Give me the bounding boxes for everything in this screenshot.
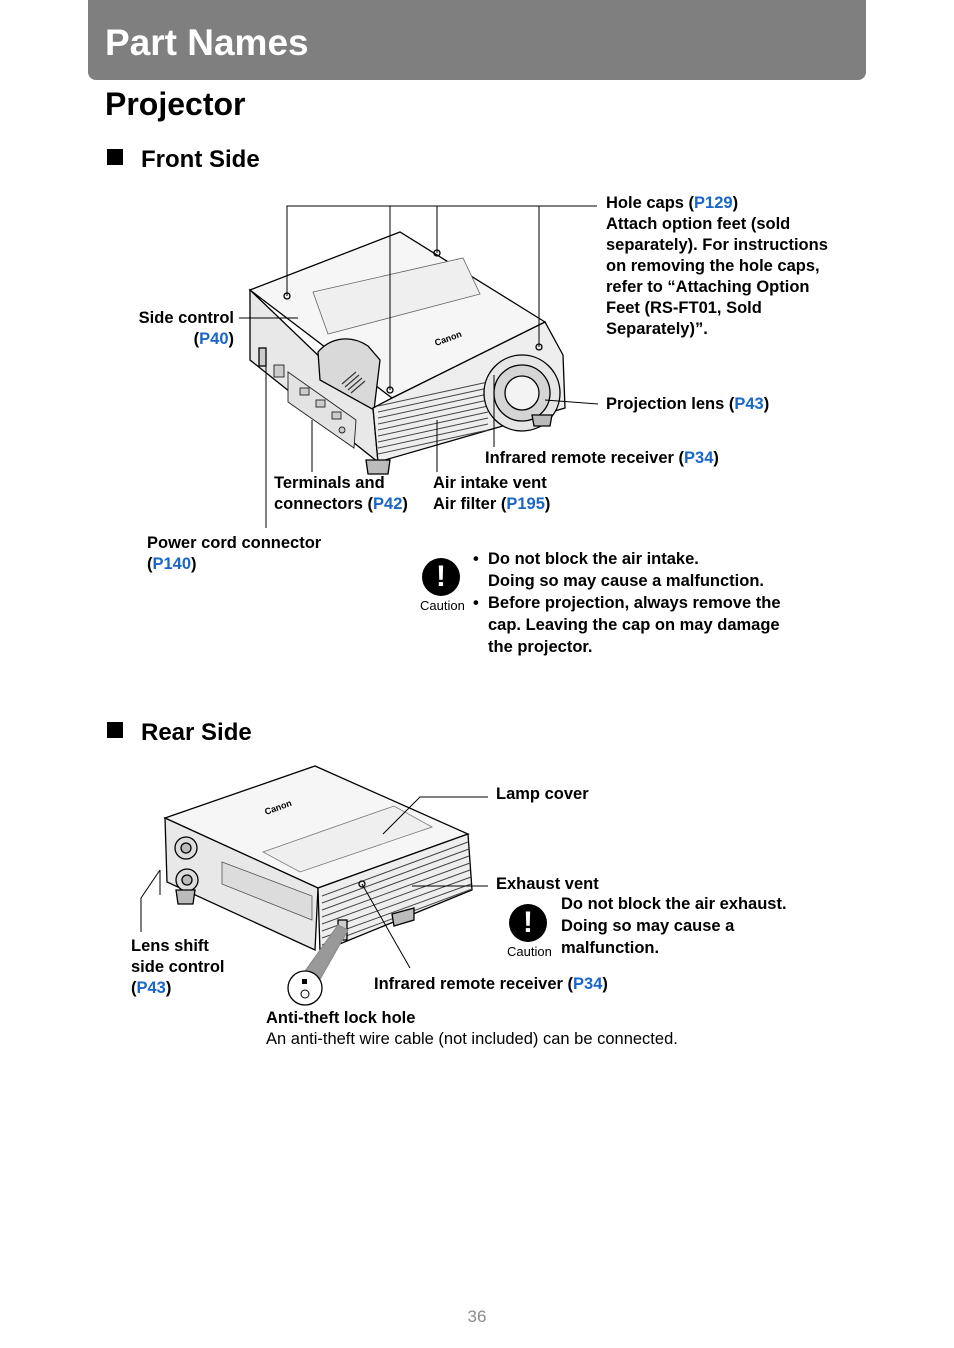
- paren-close: ): [191, 555, 197, 573]
- terminals-page-link[interactable]: P42: [373, 495, 403, 513]
- terminals-title: Terminals and: [274, 474, 385, 492]
- anti-theft-title: Anti-theft lock hole: [266, 1009, 416, 1027]
- lens-shift-page-link[interactable]: P43: [136, 979, 166, 997]
- projection-lens-title: Projection lens (: [606, 395, 735, 413]
- terminals-title-2: connectors (: [274, 495, 374, 513]
- rear-caution-text: Do not block the air exhaust. Doing so m…: [561, 893, 787, 959]
- page-number: 36: [467, 1307, 487, 1326]
- caution-line: the projector.: [488, 638, 593, 656]
- paren-close: ): [544, 495, 551, 513]
- infrared-receiver-title: Infrared remote receiver (: [485, 449, 685, 467]
- caution-icon-label: Caution: [420, 598, 465, 613]
- front-infrared-receiver-label: Infrared remote receiver (P34): [485, 448, 719, 469]
- lens-shift-title-2: side control: [131, 958, 225, 976]
- page-title: Projector: [105, 86, 246, 122]
- rear-side-heading: Rear Side: [107, 719, 252, 747]
- exclamation-icon: !: [509, 904, 547, 942]
- caution-line: Do not block the air intake.: [488, 550, 699, 568]
- paren-close: ): [713, 449, 719, 467]
- hole-caps-desc-line: separately). For instructions: [606, 236, 828, 254]
- projection-lens-label: Projection lens (P43): [606, 394, 769, 415]
- paren-open: (: [131, 979, 137, 997]
- hole-caps-page-link[interactable]: P129: [694, 194, 733, 212]
- infrared-receiver-page-link[interactable]: P34: [573, 975, 603, 993]
- caution-line: cap. Leaving the cap on may damage: [488, 616, 780, 634]
- caution-line: Do not block the air exhaust.: [561, 895, 787, 913]
- chapter-title: Part Names: [105, 22, 309, 63]
- anti-theft-label: Anti-theft lock hole An anti-theft wire …: [266, 1008, 678, 1050]
- paren-close: ): [402, 495, 408, 513]
- paren-close: ): [602, 975, 608, 993]
- paren-open: (: [193, 330, 200, 348]
- infrared-receiver-page-link[interactable]: P34: [684, 449, 714, 467]
- lens-shift-title: Lens shift: [131, 937, 209, 955]
- rear-caution-icon: ! Caution: [507, 904, 552, 959]
- hole-caps-desc-line: Attach option feet (sold: [606, 215, 791, 233]
- rear-projector-illustration: [163, 765, 473, 953]
- front-projector-illustration: [248, 231, 566, 475]
- exclamation-icon: !: [422, 558, 460, 596]
- front-caution-icon: ! Caution: [420, 558, 465, 613]
- rear-leader-lines: [140, 796, 488, 969]
- power-cord-title: Power cord connector: [147, 534, 322, 552]
- square-bullet-icon: [107, 722, 123, 738]
- side-control-title: Side control: [138, 309, 234, 327]
- lamp-cover-label: Lamp cover: [496, 785, 589, 803]
- front-side-heading-text: Front Side: [141, 146, 260, 173]
- front-caution-text: Do not block the air intake. Doing so ma…: [473, 548, 853, 658]
- paren-open: (: [147, 555, 153, 573]
- side-control-page-link[interactable]: P40: [199, 330, 229, 348]
- infrared-receiver-title: Infrared remote receiver (: [374, 975, 574, 993]
- square-bullet-icon: [107, 149, 123, 165]
- chapter-header-bar: [88, 0, 866, 80]
- air-filter-page-link[interactable]: P195: [506, 495, 545, 513]
- power-cord-page-link[interactable]: P140: [152, 555, 192, 573]
- caution-line: Doing so may cause a malfunction.: [488, 572, 764, 590]
- terminals-label: Terminals and connectors (P42): [274, 473, 408, 515]
- air-filter-title: Air filter (: [433, 495, 507, 513]
- hole-caps-desc-line: on removing the hole caps,: [606, 257, 820, 275]
- hole-caps-close: ): [732, 194, 739, 212]
- front-leader-lines: [239, 205, 599, 528]
- rear-infrared-receiver-label: Infrared remote receiver (P34): [374, 974, 608, 995]
- paren-close: ): [228, 330, 235, 348]
- air-intake-title: Air intake vent: [433, 474, 547, 492]
- front-side-heading: Front Side: [107, 146, 260, 174]
- hole-caps-label: Hole caps (P129) Attach option feet (sol…: [606, 193, 828, 340]
- caution-line: Before projection, always remove the: [488, 594, 781, 612]
- paren-close: ): [763, 395, 770, 413]
- hole-caps-desc-line: Feet (RS-FT01, Sold: [606, 299, 762, 317]
- anti-theft-description: An anti-theft wire cable (not included) …: [266, 1030, 678, 1048]
- projection-lens-page-link[interactable]: P43: [734, 395, 764, 413]
- power-cord-label: Power cord connector (P140): [147, 533, 321, 575]
- anti-theft-magnifier: [287, 924, 349, 1006]
- hole-caps-title: Hole caps (: [606, 194, 695, 212]
- caution-icon-label: Caution: [507, 944, 552, 959]
- air-intake-label: Air intake vent Air filter (P195): [433, 473, 550, 515]
- hole-caps-desc-line: Separately)”.: [606, 320, 708, 338]
- hole-caps-desc-line: refer to “Attaching Option: [606, 278, 810, 296]
- lens-shift-label: Lens shift side control (P43): [131, 936, 225, 999]
- paren-close: ): [165, 979, 172, 997]
- caution-line: malfunction.: [561, 939, 660, 957]
- exhaust-vent-label: Exhaust vent: [496, 875, 599, 893]
- caution-line: Doing so may cause a: [561, 917, 735, 935]
- rear-side-heading-text: Rear Side: [141, 719, 252, 746]
- side-control-label: Side control (P40): [132, 308, 234, 350]
